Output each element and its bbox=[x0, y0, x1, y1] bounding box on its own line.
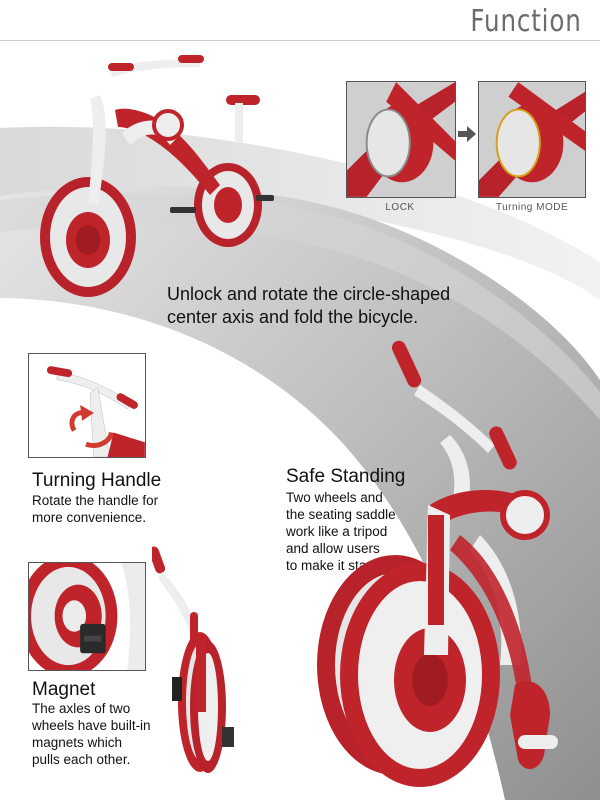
safe-standing-line-3: work like a tripod bbox=[286, 524, 388, 539]
lock-photo bbox=[346, 81, 456, 198]
magnet-line-4: pulls each other. bbox=[32, 752, 131, 767]
magnet-line-1: The axles of two bbox=[32, 701, 131, 716]
page-title: Function bbox=[470, 4, 582, 39]
turning-mode-caption: Turning MODE bbox=[495, 202, 569, 213]
bike-standing-image bbox=[317, 340, 558, 787]
turning-handle-photo bbox=[28, 353, 146, 458]
header-divider bbox=[0, 40, 600, 41]
safe-standing-line-2: the seating saddle bbox=[286, 507, 396, 522]
bike-unfolded-image bbox=[40, 55, 274, 297]
fold-instruction-line-1: Unlock and rotate the circle-shaped bbox=[167, 284, 451, 304]
safe-standing-line-4: and allow users bbox=[286, 541, 380, 556]
magnet-photo bbox=[28, 562, 146, 671]
magnet-line-2: wheels have built-in bbox=[32, 718, 151, 733]
bike-folded-image bbox=[152, 546, 234, 773]
turning-handle-title: Turning Handle bbox=[32, 470, 162, 491]
turning-handle-line-2: more convenience. bbox=[32, 510, 147, 525]
lock-caption: LOCK bbox=[385, 202, 415, 213]
turning-handle-body: Rotate the handle for more convenience. bbox=[32, 492, 212, 526]
turning-handle-line-1: Rotate the handle for bbox=[32, 493, 159, 508]
magnet-body: The axles of two wheels have built-in ma… bbox=[32, 700, 182, 768]
arrow-right-icon bbox=[458, 126, 476, 142]
safe-standing-line-1: Two wheels and bbox=[286, 490, 383, 505]
magnet-line-3: magnets which bbox=[32, 735, 123, 750]
magnet-title: Magnet bbox=[32, 679, 96, 700]
fold-instruction-line-2: center axis and fold the bicycle. bbox=[167, 307, 419, 327]
fold-instruction: Unlock and rotate the circle-shaped cent… bbox=[167, 283, 507, 329]
safe-standing-title: Safe Standing bbox=[286, 466, 406, 487]
turning-mode-photo bbox=[478, 81, 586, 198]
